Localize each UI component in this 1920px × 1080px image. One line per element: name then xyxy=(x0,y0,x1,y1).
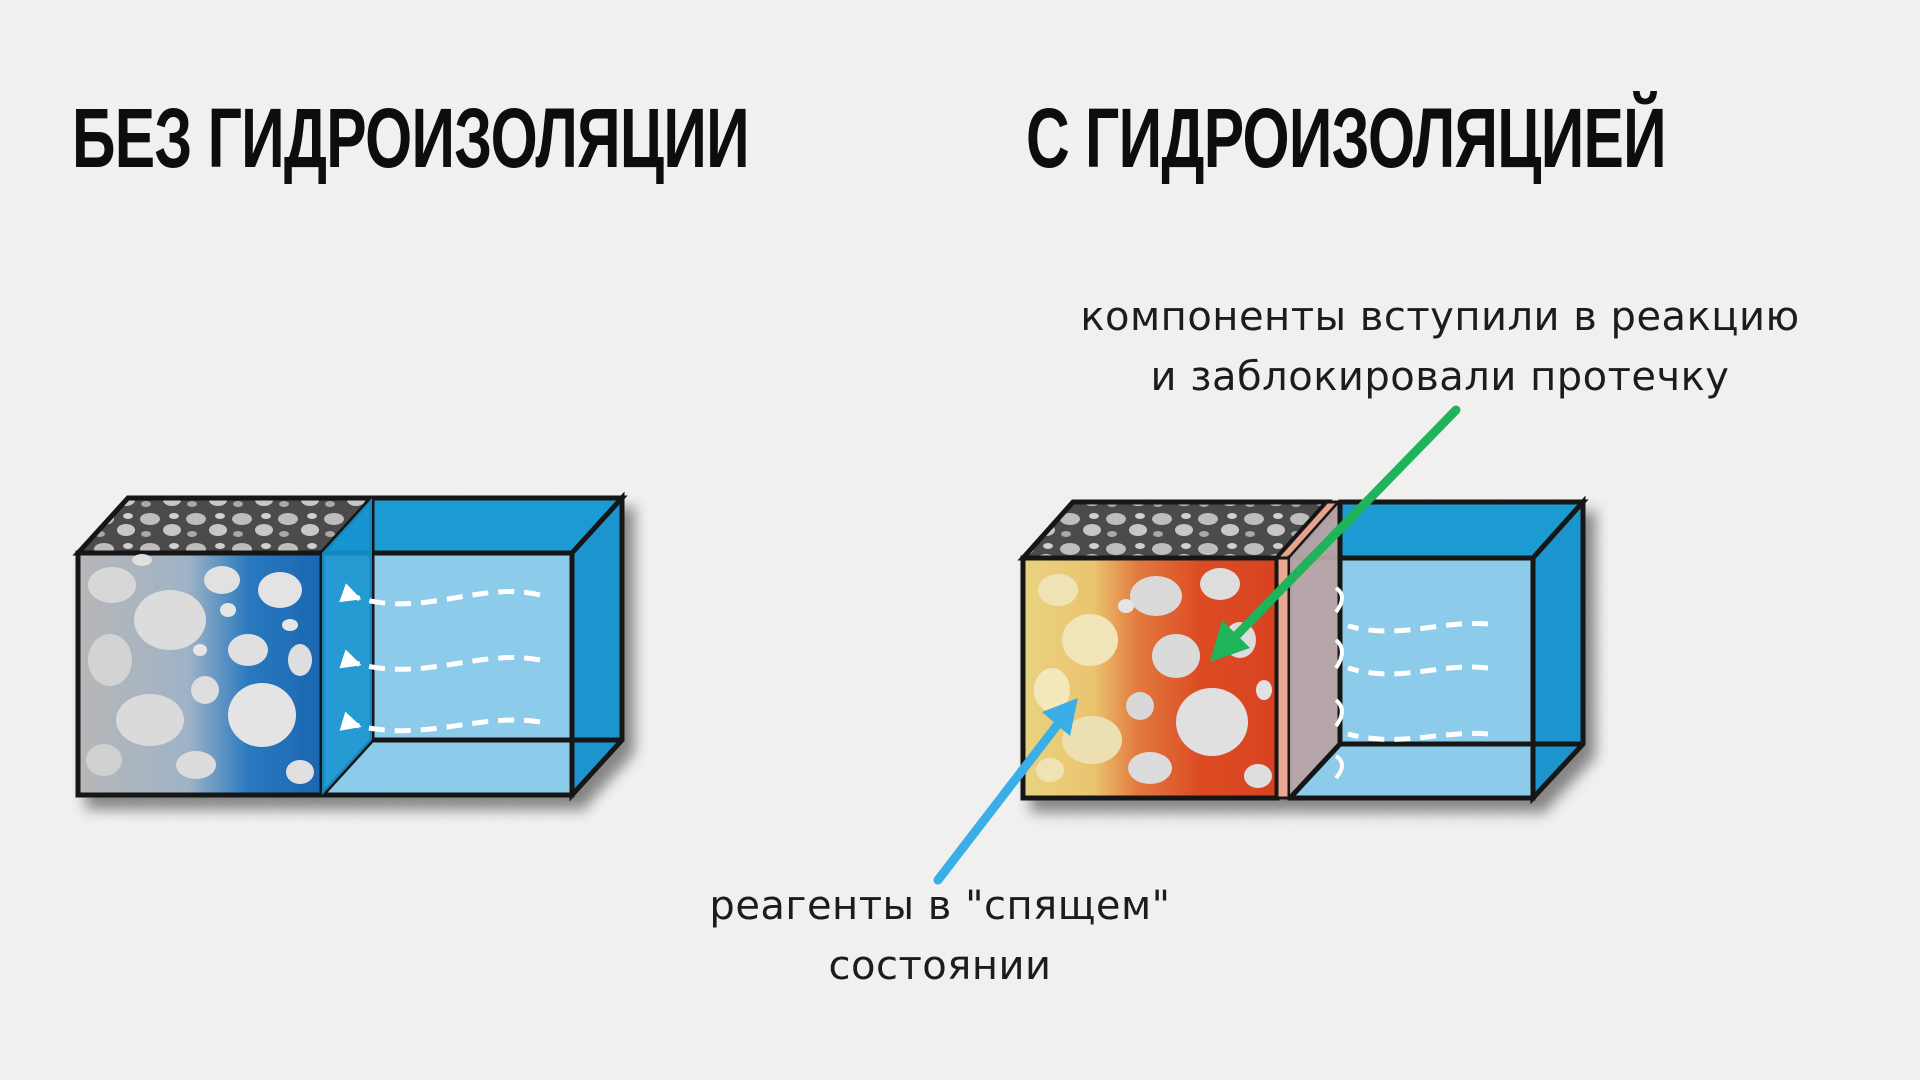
water-left-wall-blocked xyxy=(1290,502,1340,798)
caption-reaction-line1: компоненты вступили в реакцию xyxy=(1080,294,1800,340)
dormant-arrow xyxy=(933,698,1078,885)
concrete-aggregate xyxy=(86,554,314,784)
caption-dormant: реагенты в "спящем" состоянии xyxy=(660,876,1220,996)
caption-reaction-line2: и заблокировали протечку xyxy=(1150,354,1730,400)
water-side-face-right xyxy=(1530,495,1586,805)
heading-with-waterproofing: С ГИДРОИЗОЛЯЦИЕЙ xyxy=(1026,91,1667,185)
caption-dormant-line2: состоянии xyxy=(828,943,1052,989)
block-with-waterproofing xyxy=(1017,495,1589,805)
caption-dormant-line1: реагенты в "спящем" xyxy=(709,883,1171,929)
caption-reaction: компоненты вступили в реакцию и заблокир… xyxy=(1060,287,1820,407)
heading-without-waterproofing: БЕЗ ГИДРОИЗОЛЯЦИИ xyxy=(72,91,750,185)
block-without-waterproofing xyxy=(72,491,628,802)
reaction-arrow xyxy=(1210,405,1461,662)
water-flow-arrows xyxy=(339,583,541,734)
treated-concrete-top-face xyxy=(1017,499,1333,561)
water-side-face xyxy=(569,491,625,802)
deflection-marks xyxy=(1334,586,1344,780)
